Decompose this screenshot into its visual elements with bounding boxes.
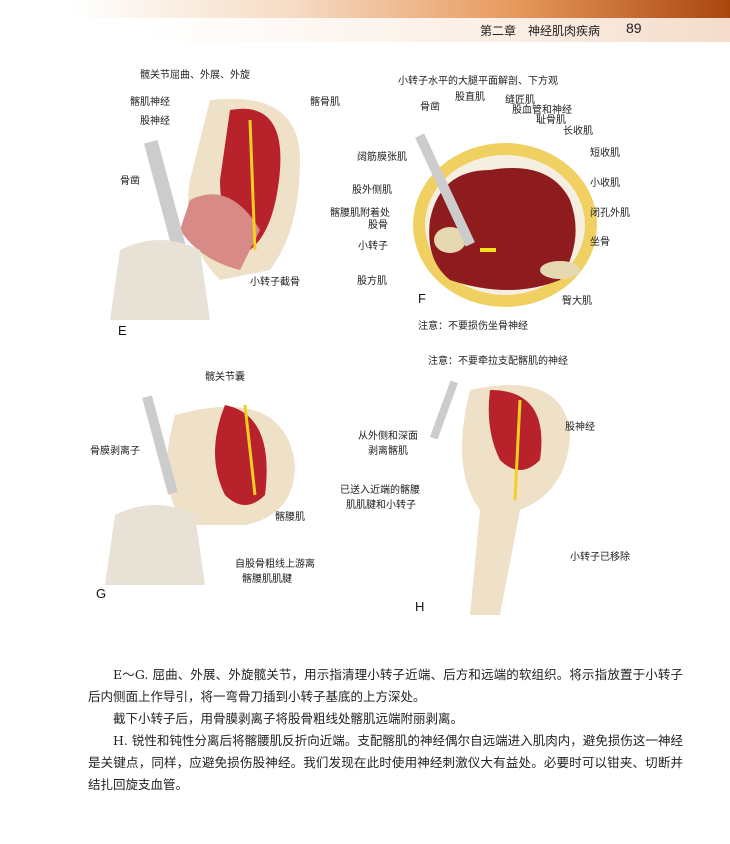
label: 闭孔外肌 bbox=[590, 208, 630, 219]
label: 坐骨 bbox=[590, 237, 610, 248]
label: 股神经 bbox=[565, 422, 595, 433]
label: 股直肌 bbox=[455, 92, 485, 103]
label: 股骨 bbox=[368, 220, 388, 231]
label: 股血管和神经 bbox=[512, 105, 572, 116]
label: 髋关节囊 bbox=[205, 372, 245, 383]
chapter-title: 第二章 神经肌肉疾病 bbox=[480, 24, 601, 38]
figure-e-illustration bbox=[110, 98, 300, 320]
label: 骨凿 bbox=[120, 176, 140, 187]
label: 髂肌神经 bbox=[130, 97, 170, 108]
label: 髂腰肌附着处 bbox=[330, 208, 390, 219]
label: 小转子已移除 bbox=[570, 552, 630, 563]
figure-letter: G bbox=[96, 586, 107, 601]
label: 阔筋膜张肌 bbox=[357, 152, 407, 163]
header-band bbox=[0, 0, 730, 18]
body-text: E～G. 屈曲、外展、外旋髋关节，用示指清理小转子近端、后方和远端的软组织。将示… bbox=[88, 664, 683, 796]
paragraph: E～G. 屈曲、外展、外旋髋关节，用示指清理小转子近端、后方和远端的软组织。将示… bbox=[88, 667, 683, 704]
header-band-light bbox=[0, 18, 730, 42]
paragraph: H. 锐性和钝性分离后将髂腰肌反折向近端。支配髂肌的神经偶尔自远端进入肌肉内，避… bbox=[88, 733, 683, 792]
label: 缝匠肌 bbox=[505, 95, 535, 106]
figure-f-note: 注意：不要损伤坐骨神经 bbox=[418, 321, 528, 332]
page-number: 89 bbox=[626, 20, 642, 36]
label: 臀大肌 bbox=[562, 296, 592, 307]
label: 小转子 bbox=[358, 241, 388, 252]
label: 股外侧肌 bbox=[352, 185, 392, 196]
label: 自股骨粗线上游离 bbox=[235, 559, 315, 570]
label: 髂骨肌 bbox=[310, 97, 340, 108]
label: 耻骨肌 bbox=[536, 115, 566, 126]
label: 髂腰肌 bbox=[275, 512, 305, 523]
label: 股神经 bbox=[140, 116, 170, 127]
paragraph: 截下小转子后，用骨膜剥离子将股骨粗线处髂肌远端附丽剥离。 bbox=[113, 711, 464, 726]
label: 髂腰肌肌腱 bbox=[242, 574, 292, 585]
label: 骨膜剥离子 bbox=[90, 446, 140, 457]
figure-g-illustration bbox=[105, 395, 295, 585]
label: 肌肌腱和小转子 bbox=[346, 500, 416, 511]
figure-f-title: 小转子水平的大腿平面解剖、下方观 bbox=[398, 76, 558, 87]
label: 长收肌 bbox=[563, 126, 593, 137]
figure-h-illustration bbox=[430, 380, 570, 615]
label: 从外侧和深面 bbox=[358, 431, 418, 442]
figure-letter: H bbox=[415, 599, 425, 614]
label: 剥离髂肌 bbox=[368, 446, 408, 457]
figure-h-note: 注意：不要牵拉支配髂肌的神经 bbox=[428, 356, 568, 367]
label: 小收肌 bbox=[590, 178, 620, 189]
label: 股方肌 bbox=[357, 276, 387, 287]
label: 髋关节屈曲、外展、外旋 bbox=[140, 70, 250, 81]
figure-letter: E bbox=[118, 323, 127, 338]
label: 已送入近端的髂腰 bbox=[340, 485, 420, 496]
label: 小转子截骨 bbox=[250, 277, 300, 288]
figure-f-illustration bbox=[413, 133, 597, 307]
label: 短收肌 bbox=[590, 148, 620, 159]
label: 骨凿 bbox=[420, 102, 440, 113]
figure-letter: F bbox=[418, 291, 426, 306]
